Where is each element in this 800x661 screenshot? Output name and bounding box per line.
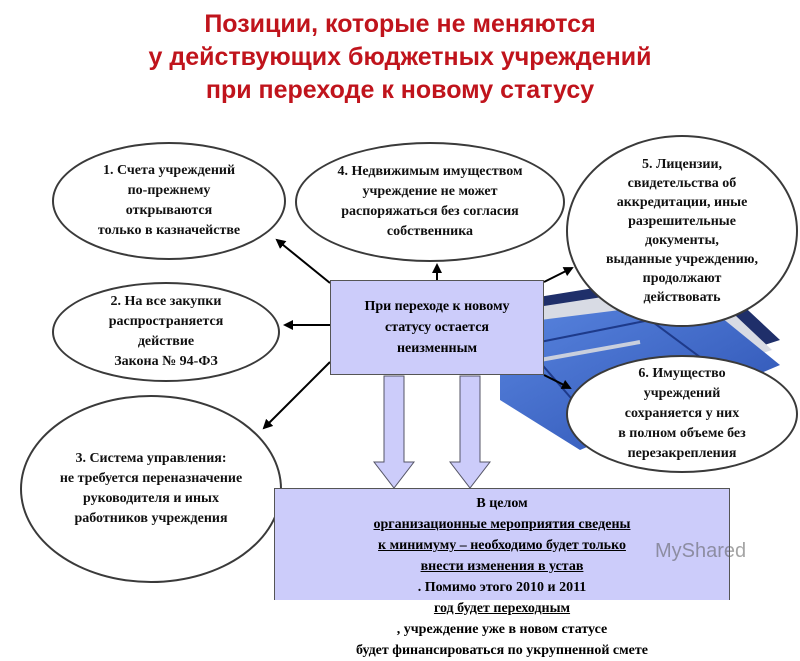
arrow-to-item-5 <box>543 267 574 283</box>
item-6-line: 6. Имущество <box>638 366 726 381</box>
block-arrow-left <box>372 375 416 489</box>
title-line: у действующих бюджетных учреждений <box>148 43 652 71</box>
item-5-oval: 5. Лицензии, свидетельства об аккредитац… <box>566 135 798 327</box>
block-arrow-right <box>448 375 492 489</box>
summary-line-1: В целом организационные мероприятия свед… <box>275 493 729 535</box>
summary-text: В целом <box>476 496 528 511</box>
item-5-line: свидетельства об <box>627 176 737 191</box>
title-line: Позиции, которые не меняются <box>204 10 596 38</box>
summary-line-4: год будет переходным , учреждение уже в н… <box>275 598 729 640</box>
item-3-line: не требуется переназначение <box>59 471 243 486</box>
summary-underlined: год будет переходным <box>433 601 571 616</box>
item-6-line: перезакрепления <box>627 446 737 461</box>
item-4-line: собственника <box>386 224 474 239</box>
summary-line-3: внести изменения в устав . Помимо этого 2… <box>275 556 729 598</box>
center-box: При переходе к новому статусу остается н… <box>330 280 544 375</box>
item-2-line: Закона № 94-ФЗ <box>114 354 218 369</box>
summary-line-5: будет финансироваться по укрупненной сме… <box>356 643 648 658</box>
item-3-line: руководителя и иных <box>82 491 219 506</box>
item-6-oval: 6. Имущество учреждений сохраняется у ни… <box>566 355 798 473</box>
arrow-to-item-3 <box>262 361 331 430</box>
item-1-line: 1. Счета учреждений <box>102 163 236 178</box>
item-3-line: работников учреждения <box>74 511 228 526</box>
center-line: статусу остается <box>384 320 489 335</box>
center-line: При переходе к новому <box>364 299 510 314</box>
arrow-to-item-6 <box>543 374 572 389</box>
item-6-line: сохраняется у них <box>624 406 740 421</box>
summary-underlined: внести изменения в устав <box>420 559 584 574</box>
item-6-line: учреждений <box>643 386 721 401</box>
page-title: Позиции, которые не меняются у действующ… <box>100 8 700 107</box>
item-1-line: открываются <box>125 203 213 218</box>
item-1-line: только в казначействе <box>97 223 241 238</box>
item-4-line: учреждение не может <box>362 184 498 199</box>
item-3-line: 3. Система управления: <box>75 451 227 466</box>
item-5-line: документы, <box>645 233 719 248</box>
item-2-line: 2. На все закупки <box>110 294 222 309</box>
item-2-line: распространяется <box>108 314 224 329</box>
item-5-line: аккредитации, иные <box>616 195 748 210</box>
arrow-to-item-1 <box>275 238 331 284</box>
item-2-line: действие <box>137 334 195 349</box>
item-5-line: действовать <box>643 290 721 305</box>
item-4-line: распоряжаться без согласия <box>341 204 519 219</box>
summary-text: , учреждение уже в новом статусе <box>396 622 608 637</box>
item-1-oval: 1. Счета учреждений по-прежнему открываю… <box>52 142 286 260</box>
item-2-oval: 2. На все закупки распространяется дейст… <box>52 282 280 382</box>
center-line: неизменным <box>396 341 478 356</box>
item-4-oval: 4. Недвижимым имуществом учреждение не м… <box>295 142 565 262</box>
summary-underlined: организационные мероприятия сведены <box>373 517 631 532</box>
item-5-line: выданные учреждению, <box>605 252 759 267</box>
title-line: при переходе к новому статусу <box>205 76 595 104</box>
item-1-line: по-прежнему <box>127 183 211 198</box>
item-5-line: разрешительные <box>628 214 736 229</box>
summary-line-2: к минимуму – необходимо будет только <box>378 538 626 553</box>
item-3-oval: 3. Система управления: не требуется пере… <box>20 395 282 583</box>
item-6-line: в полном объеме без <box>618 426 746 441</box>
item-5-line: продолжают <box>642 271 722 286</box>
watermark-logo: MyShared <box>655 540 747 562</box>
summary-text: . Помимо этого 2010 и 2011 <box>417 580 587 595</box>
item-4-line: 4. Недвижимым имуществом <box>337 164 523 179</box>
item-5-line: 5. Лицензии, <box>641 157 723 172</box>
